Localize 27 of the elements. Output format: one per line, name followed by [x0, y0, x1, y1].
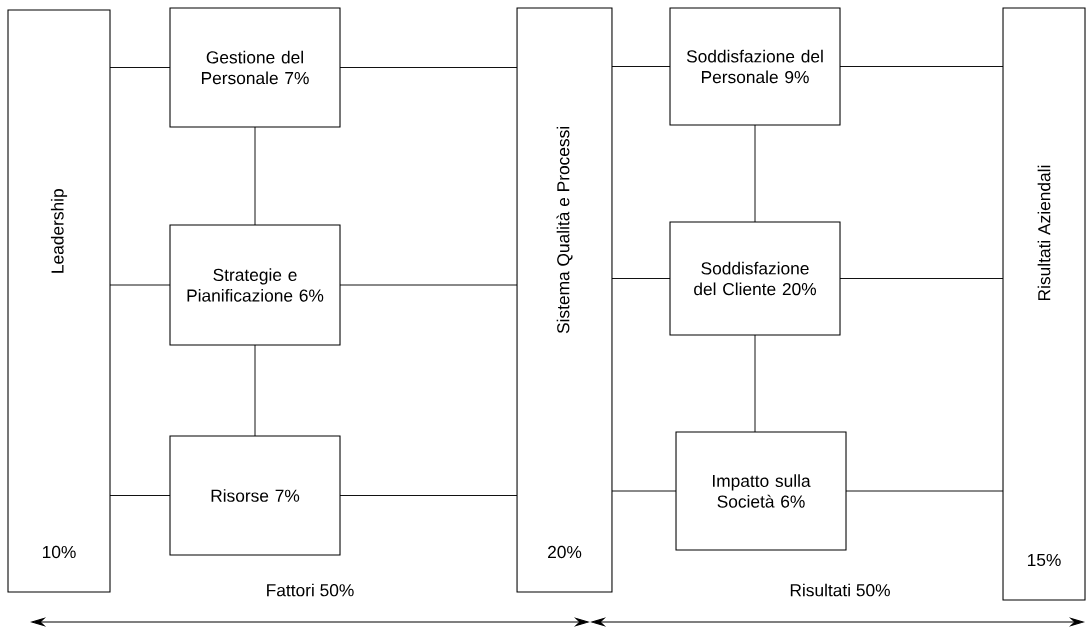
section-label: Risultati 50% [790, 583, 890, 597]
connector-line [611, 490, 677, 492]
connector-line [109, 284, 171, 286]
factor-box: Impatto sulla Società 6% [675, 431, 847, 551]
factor-box: Gestione del Personale 7% [169, 7, 341, 128]
factor-box: Strategie e Pianificazione 6% [169, 224, 341, 346]
connector-line [339, 67, 518, 68]
connector-line [611, 278, 671, 279]
column-box: Sistema Qualità e Processi 20% [516, 7, 613, 593]
connector-line [109, 495, 171, 496]
connector-line [845, 490, 1004, 492]
connector-line [109, 67, 171, 68]
connector-line [339, 495, 518, 496]
connector-line [839, 278, 1004, 279]
connector-line [339, 284, 518, 286]
factor-box: Soddisfazione del Cliente 20% [669, 221, 841, 336]
column-box: Leadership 10% [7, 9, 111, 593]
connector-line [254, 126, 256, 226]
column-box: Risultati Aziendali 15% [1002, 7, 1086, 601]
connector-line [754, 124, 756, 223]
factor-box: Soddisfazione del Personale 9% [669, 7, 841, 126]
connector-line [254, 344, 256, 437]
connector-line [754, 334, 756, 433]
connector-line [839, 66, 1004, 67]
connector-line [611, 66, 671, 67]
factor-box: Risorse 7% [169, 435, 341, 556]
section-label: Fattori 50% [267, 583, 354, 597]
